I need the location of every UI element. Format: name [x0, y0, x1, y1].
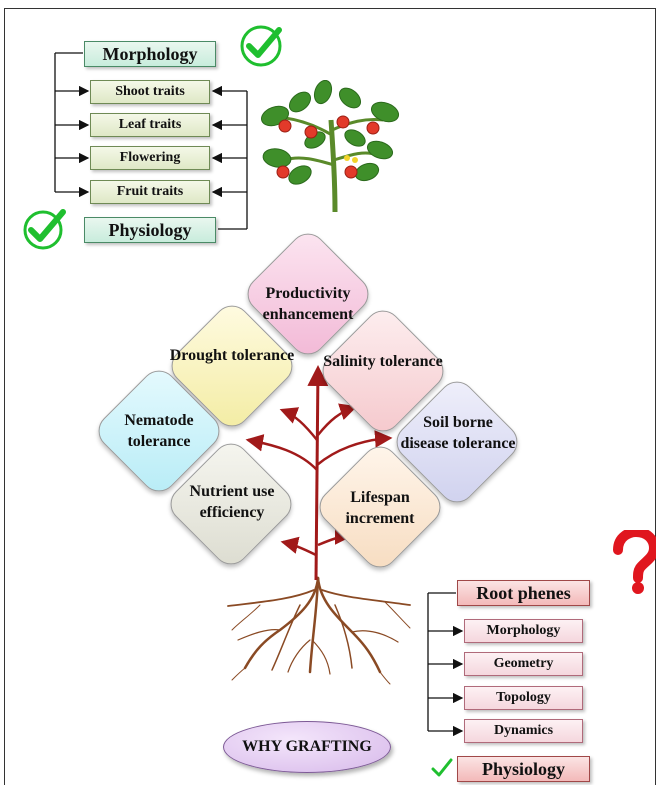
root-item-topology: Topology: [464, 686, 583, 710]
benefit-lifespan: Lifespan increment: [345, 489, 415, 527]
root-item-geometry: Geometry: [464, 652, 583, 676]
tomato-plant-icon: [260, 80, 400, 213]
root-item-dynamics: Dynamics: [464, 719, 583, 743]
roots-icon: [227, 576, 411, 685]
trait-flowering: Flowering: [90, 146, 210, 170]
check-icon: [240, 25, 282, 67]
trait-fruit: Fruit traits: [90, 180, 210, 204]
morphology-bracket: [54, 52, 90, 198]
trait-leaf: Leaf traits: [90, 113, 210, 137]
benefit-drought: Drought tolerance: [169, 347, 295, 364]
benefit-arrows: [245, 365, 393, 581]
root-phenes-title: Root phenes: [457, 580, 590, 606]
benefit-soil-borne: Soil borne disease tolerance: [400, 414, 516, 452]
root-item-morphology: Morphology: [464, 619, 583, 643]
physiology-bracket: [211, 85, 248, 230]
benefit-nematode: Nematode tolerance: [124, 412, 194, 450]
trait-shoot: Shoot traits: [90, 80, 210, 104]
question-mark-icon: [613, 530, 656, 594]
why-grafting-label: WHY GRAFTING: [223, 721, 391, 773]
benefit-salinity: Salinity tolerance: [323, 353, 443, 370]
morphology-title: Morphology: [84, 41, 216, 67]
check-icon: [431, 758, 453, 777]
physiology-label-bottom: Physiology: [457, 756, 590, 782]
root-phenes-bracket: [427, 592, 464, 737]
physiology-label-top: Physiology: [84, 217, 216, 243]
check-icon: [23, 209, 66, 250]
figure-frame: [4, 8, 656, 785]
benefit-productivity: Productivity enhancement: [262, 285, 354, 323]
benefit-nutrient: Nutrient use efficiency: [189, 483, 275, 521]
